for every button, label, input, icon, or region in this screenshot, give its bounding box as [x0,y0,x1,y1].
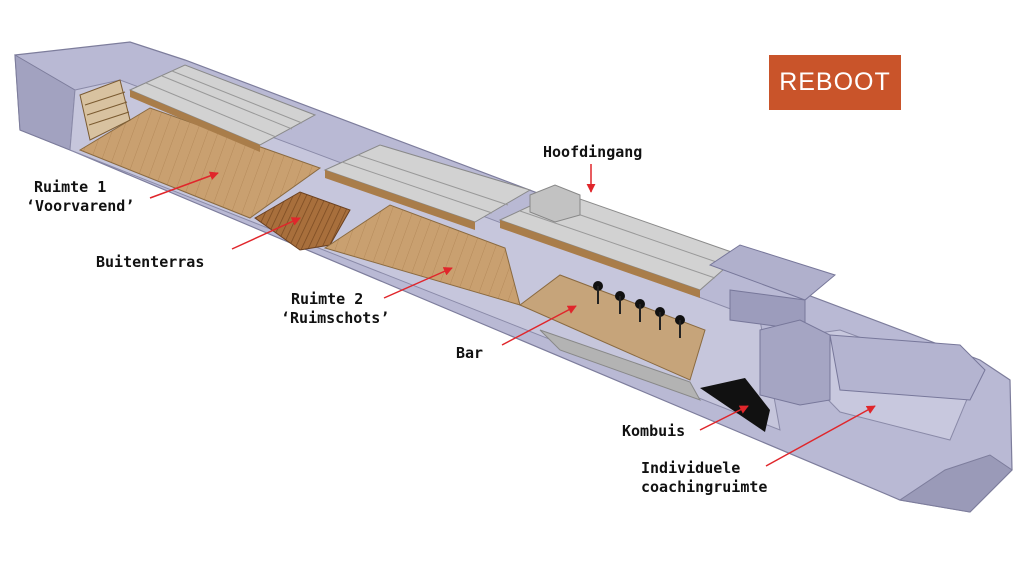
arrow-kombuis [699,405,749,431]
label-ruimte-1-line1: Ruimte 1 [34,178,107,196]
hull [14,41,1013,513]
label-coaching-line1: Individuele [641,459,741,477]
wheelhouse [708,244,986,406]
label-hoofdingang: Hoofdingang [543,143,643,161]
label-ruimte-2-line2: ‘Ruimschots’ [281,309,390,327]
label-ruimte-1-line2: ‘Voorvarend’ [26,197,135,215]
annotation-arrows [149,164,876,467]
arrow-coaching [765,405,876,467]
roof-ruimte-1 [128,64,317,152]
buitenterras-deck [254,191,351,251]
staircase [79,79,131,141]
label-ruimte-2-line1: Ruimte 2 [291,290,364,308]
roof-ruimte-2 [323,144,532,230]
reboot-logo: REBOOT [769,55,901,110]
logo-text: REBOOT [779,68,891,96]
arrow-ruimte-1 [149,171,219,199]
entrance-block [529,184,581,223]
floor-kombuis [700,378,770,432]
label-ruimte-1: Ruimte 1 ‘Voorvarend’ [26,178,134,216]
label-coaching-line2: coachingruimte [641,478,768,496]
label-kombuis: Kombuis [622,422,686,440]
label-buitenterras: Buitenterras [96,253,205,271]
arrow-buitenterras [231,217,301,250]
label-coachingruimte: Individuele coachingruimte [641,459,767,497]
floor-ruimte-2 [323,204,521,306]
floor-bar [519,274,706,401]
arrow-ruimte-2 [383,267,453,299]
arrow-bar [501,305,577,346]
label-bar: Bar [456,344,484,362]
label-ruimte-2: Ruimte 2 ‘Ruimschots’ [281,290,389,328]
bar-stools [593,281,685,338]
